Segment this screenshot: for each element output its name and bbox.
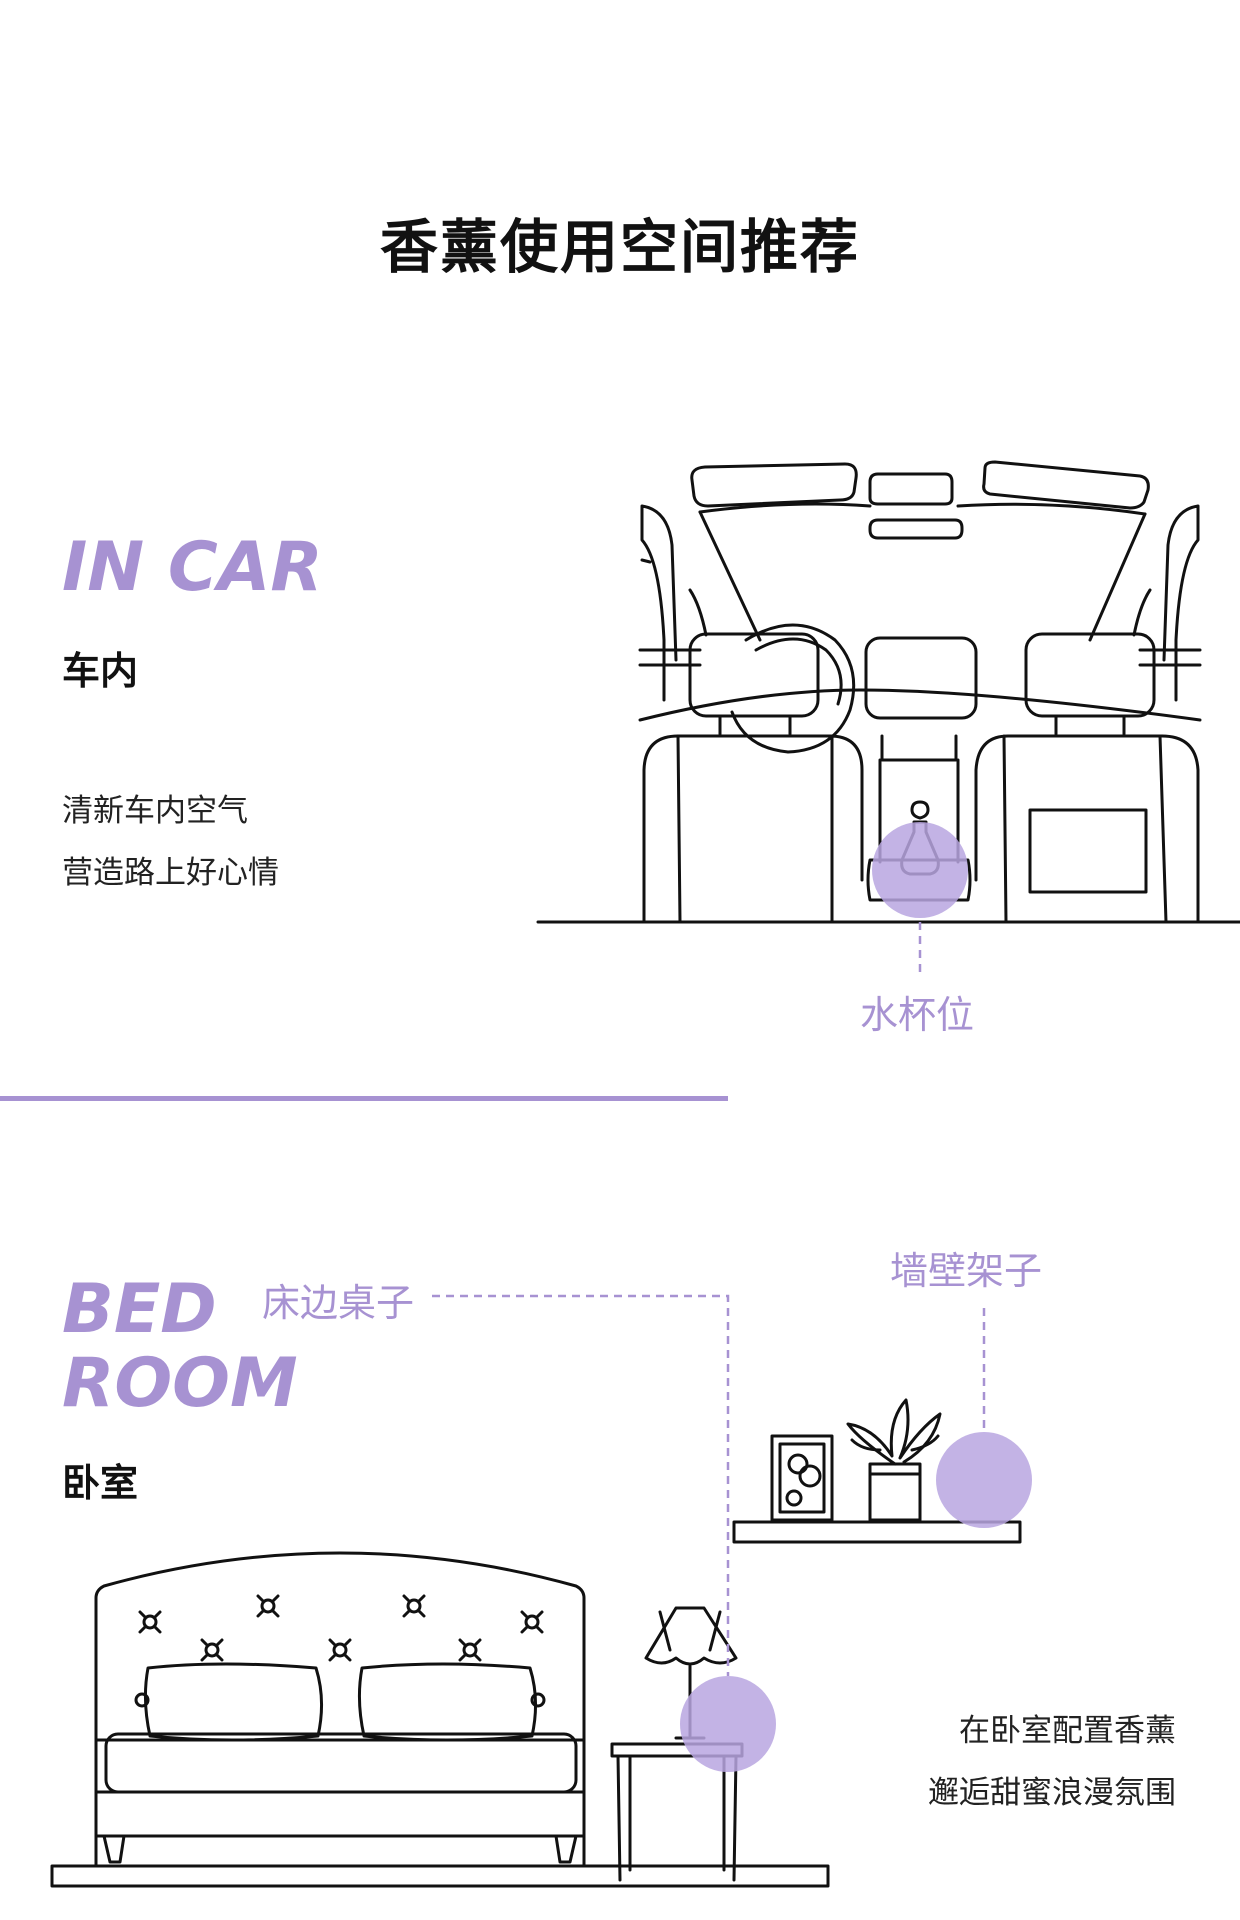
car-desc-line-2: 营造路上好心情: [62, 855, 279, 891]
plant-leaves: [846, 1398, 942, 1466]
mattress: [104, 1732, 578, 1794]
bedroom-en-title-line-1: BED: [62, 1270, 217, 1349]
car-description: 清新车内空气 营造路上好心情: [62, 780, 279, 904]
lamp-shade: [644, 1606, 738, 1666]
bedroom-desc-line-1: 在卧室配置香薰: [959, 1713, 1176, 1749]
picture-frame: [770, 1434, 834, 1522]
sun-visor-left: [690, 462, 858, 508]
car-en-title: IN CAR: [62, 528, 323, 607]
bedroom-desc-line-2: 邂逅甜蜜浪漫氛围: [928, 1775, 1176, 1811]
car-desc-line-1: 清新车内空气: [62, 793, 248, 829]
seatback-pocket: [1028, 808, 1148, 894]
rear-view-mirror: [868, 518, 964, 540]
bed-base: [94, 1790, 586, 1838]
section-divider: [0, 1096, 728, 1101]
bedroom-cn-title: 卧室: [62, 1461, 139, 1505]
pillow-right: [357, 1662, 538, 1742]
shelf-highlight: [936, 1432, 1032, 1528]
cup-holder-highlight: [872, 822, 968, 918]
bedroom-en-title-line-2: ROOM: [62, 1344, 298, 1423]
bedside-leader: [432, 1294, 730, 1676]
headboard: [94, 1551, 586, 1742]
bedside-table-label: 床边桌子: [262, 1281, 415, 1325]
bedroom-description: 在卧室配置香薰 邂逅甜蜜浪漫氛围: [840, 1700, 1176, 1824]
sun-visor-right: [982, 460, 1150, 510]
floor: [50, 1864, 830, 1888]
center-display: [864, 636, 978, 720]
bedside-highlight: [680, 1676, 776, 1772]
page-title: 香薰使用空间推荐: [379, 213, 860, 281]
plant-pot: [868, 1462, 922, 1522]
headrest-right: [1024, 632, 1156, 718]
bedroom-illustration: [50, 1398, 1022, 1888]
wall-shelf-label: 墙壁架子: [890, 1249, 1043, 1293]
pillow-left: [143, 1662, 324, 1742]
cup-holder-label: 水杯位: [860, 993, 975, 1037]
wall-shelf: [732, 1520, 1022, 1544]
mirror-base: [868, 472, 954, 506]
headrest-left: [688, 632, 820, 718]
car-cn-title: 车内: [62, 649, 139, 693]
